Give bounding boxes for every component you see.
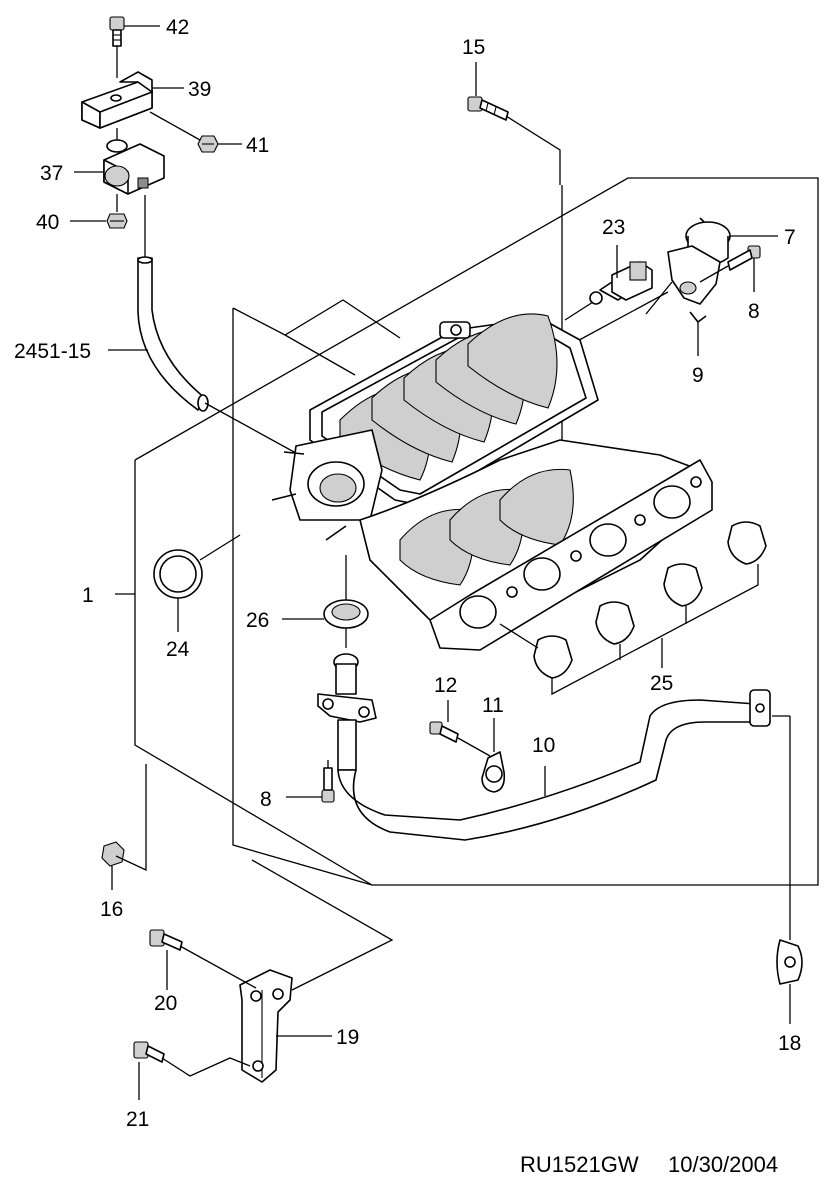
- callout-39: 39: [188, 78, 211, 101]
- callout-24: 24: [166, 638, 190, 661]
- callout-26: 26: [246, 609, 269, 632]
- port-gaskets-25: [499, 521, 767, 696]
- connector-37: [103, 139, 165, 195]
- bolt-8-bottom: [286, 760, 335, 803]
- callout-42: 42: [166, 16, 189, 39]
- callout-20: 20: [154, 992, 177, 1015]
- nut-40: [106, 213, 128, 229]
- nut-41: [197, 135, 219, 153]
- bolt-20: [149, 929, 257, 990]
- seal-26: [282, 555, 369, 648]
- bracket-39: [81, 71, 153, 129]
- bolt-42: [109, 16, 125, 47]
- sensor-bracket-assembly: [81, 16, 219, 229]
- footer: RU1521GW 10/30/2004: [520, 1152, 778, 1177]
- assembly-outline: [115, 177, 819, 886]
- callout-23: 23: [602, 216, 625, 239]
- drawing-code: RU1521GW: [520, 1152, 639, 1177]
- callout-21: 21: [126, 1108, 149, 1131]
- gasket-18: [776, 716, 803, 1024]
- callout-labels: 42 39 41 37 40 2451-15 15 23 7 8 9 1 24 …: [14, 16, 801, 1131]
- intake-manifold: [271, 313, 713, 651]
- callout-1: 1: [82, 584, 94, 607]
- leader-lines: [70, 25, 477, 351]
- callout-7: 7: [784, 226, 796, 249]
- callout-40: 40: [36, 211, 59, 234]
- egr-pipe-10: [317, 653, 790, 841]
- callout-41: 41: [246, 134, 269, 157]
- callout-37: 37: [40, 162, 63, 185]
- clip-11: [481, 718, 506, 793]
- sensor-23: [564, 245, 653, 321]
- callout-8-bottom: 8: [260, 788, 272, 811]
- callout-12: 12: [434, 674, 457, 697]
- callout-16: 16: [100, 898, 123, 921]
- valve-7: [569, 217, 778, 346]
- bolt-21: [133, 1041, 251, 1100]
- callout-10: 10: [532, 734, 555, 757]
- callout-15: 15: [462, 36, 485, 59]
- callout-2451-15: 2451-15: [14, 340, 91, 363]
- vacuum-hose-2451-15: [137, 195, 306, 459]
- throttle-gasket-24: [153, 534, 241, 632]
- callout-11: 11: [482, 694, 504, 717]
- clip-9: [689, 311, 707, 356]
- callout-18: 18: [778, 1032, 801, 1055]
- callout-8-top: 8: [748, 300, 760, 323]
- nut-16: [101, 764, 147, 890]
- bolt-12: [429, 700, 491, 757]
- callout-25: 25: [650, 672, 673, 695]
- bolt-8-top: [699, 245, 761, 292]
- bracket-19: [239, 859, 394, 1083]
- drawing-date: 10/30/2004: [668, 1152, 778, 1177]
- callout-9: 9: [692, 364, 704, 387]
- callout-19: 19: [336, 1026, 359, 1049]
